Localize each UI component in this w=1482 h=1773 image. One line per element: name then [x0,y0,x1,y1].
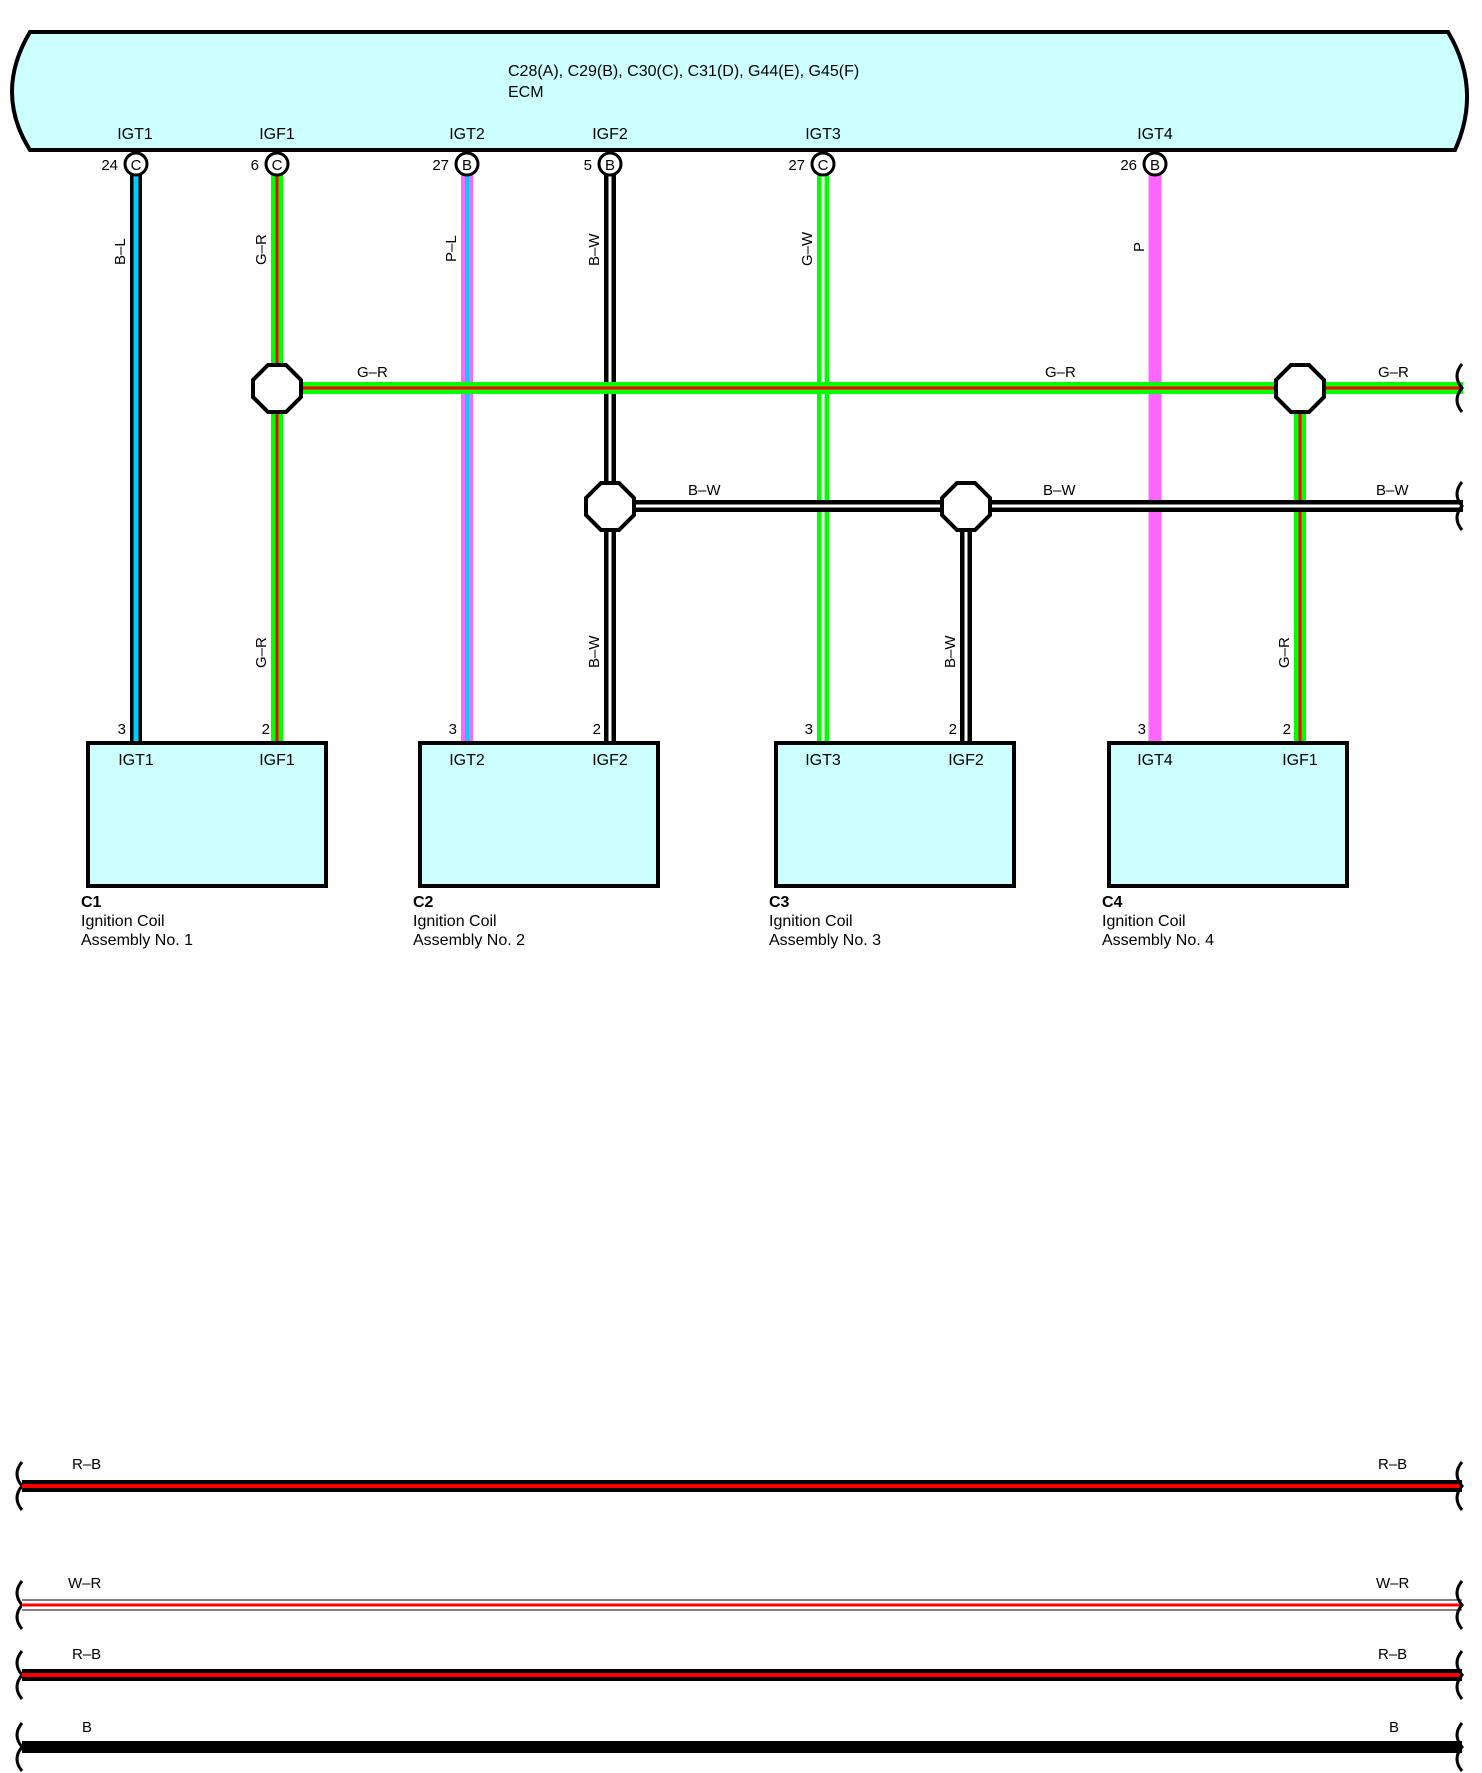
coil-terminal: IGF1 [259,752,295,769]
bottom-wire-rb-1: R–B R–B [15,1456,1464,1511]
coil-terminal: IGF1 [1282,752,1318,769]
wire-label-igt4: P [1131,242,1148,252]
wire-label-c3-igf: B–W [942,635,959,668]
wire-label-bw-bus: B–W [1043,482,1076,499]
ecm-pin-circle [1142,151,1168,177]
ecm-pin-number: 26 [1120,157,1137,174]
wire-label-bw-bus: B–W [688,482,721,499]
coil-id: C3 [769,894,790,911]
coil-c1: 3 2 IGT1 IGF1 C1 Ignition Coil Assembly … [81,721,328,949]
ecm-block [10,30,1469,152]
ecm-connectors: C28(A), C29(B), C30(C), C31(D), G44(E), … [508,63,859,80]
wire-label: B [1389,1719,1399,1736]
coil-name: Ignition Coil [1102,913,1186,930]
coil-name: Ignition Coil [413,913,497,930]
wire-label-c4-igf: G–R [1276,637,1293,668]
ecm-terminal-igt1: IGT1 [117,126,153,143]
coil-c3: 3 2 IGT3 IGF2 C3 Ignition Coil Assembly … [769,721,1016,949]
coil-name: Assembly No. 1 [81,932,193,949]
ecm-terminal-igf1: IGF1 [259,126,295,143]
ecm-terminal-igf2: IGF2 [592,126,628,143]
coil-name: Ignition Coil [81,913,165,930]
coil-id: C2 [413,894,434,911]
coil-pin: 3 [805,721,813,738]
ecm-pin-conn: C [131,157,142,174]
coil-name: Assembly No. 2 [413,932,525,949]
coil-terminal: IGT4 [1137,752,1173,769]
ecm-pin-number: 5 [584,157,592,174]
ecm-pin-conn: B [462,157,472,174]
wire-label-gr-bus: G–R [357,364,388,381]
break-mark-gr [1455,363,1464,413]
bottom-wire-b: B B [15,1719,1464,1772]
coil-name: Assembly No. 4 [1102,932,1214,949]
coil-pin: 2 [593,721,601,738]
wire-label: R–B [72,1456,101,1473]
ecm-pin-circle [264,151,290,177]
ecm-terminal-igt3: IGT3 [805,126,841,143]
coil-id: C1 [81,894,102,911]
wire-label-igf1-lower: G–R [253,637,270,668]
wire-label: R–B [1378,1646,1407,1663]
wire-label-gr-bus: G–R [1378,364,1409,381]
wire-label: R–B [72,1646,101,1663]
wire-label-igt2: P–L [443,235,460,262]
ecm-pin-conn: B [1150,157,1160,174]
coil-id: C4 [1102,894,1123,911]
splice-point [251,363,303,414]
wire-label-igf2-upper: B–W [586,233,603,266]
ecm-terminal-igt4: IGT4 [1137,126,1173,143]
wire-label: B [82,1719,92,1736]
coil-terminal: IGT1 [118,752,154,769]
coil-name: Ignition Coil [769,913,853,930]
coil-c2: 3 2 IGT2 IGF2 C2 Ignition Coil Assembly … [413,721,660,949]
ecm-pin-circle [810,151,836,177]
ecm-pin-number: 6 [251,157,259,174]
ecm-name: ECM [508,84,544,101]
coil-pin: 3 [449,721,457,738]
ecm-pin-conn: C [272,157,283,174]
break-mark-bw [1455,481,1464,531]
bottom-wire-rb-2: R–B R–B [15,1646,1464,1700]
coil-pin: 2 [1283,721,1291,738]
ecm-pin-number: 27 [432,157,449,174]
wire-label: R–B [1378,1456,1407,1473]
wire-label-bw-bus: B–W [1376,482,1409,499]
ecm-pin-conn: C [818,157,829,174]
coil-terminal: IGF2 [592,752,628,769]
wire-label-igf2-lower: B–W [586,635,603,668]
bottom-wire-wr: W–R W–R [15,1575,1464,1630]
wire-label-igt1: B–L [112,238,129,265]
coil-pin: 2 [262,721,270,738]
coil-name: Assembly No. 3 [769,932,881,949]
coil-pin: 3 [1138,721,1146,738]
wire-label: W–R [68,1575,102,1592]
coil-terminal: IGT3 [805,752,841,769]
coil-terminal: IGF2 [948,752,984,769]
coil-c4: 3 2 IGT4 IGF1 C4 Ignition Coil Assembly … [1102,721,1349,949]
ecm-terminal-igt2: IGT2 [449,126,485,143]
wire-label: W–R [1376,1575,1410,1592]
wire-label-igt3: G–W [799,231,816,266]
ecm-pin-number: 24 [101,157,118,174]
ecm-pin-circle [597,151,623,177]
wire-label-gr-bus: G–R [1045,364,1076,381]
coil-terminal: IGT2 [449,752,485,769]
wire-label-igf1-upper: G–R [253,234,270,265]
coil-pin: 2 [949,721,957,738]
coil-pin: 3 [118,721,126,738]
splice-point [940,481,992,532]
ecm-pin-conn: B [605,157,615,174]
ecm-pin-number: 27 [788,157,805,174]
splice-point [584,481,636,532]
ecm-pin-circle [454,151,480,177]
ecm-pin-circle [123,151,149,177]
splice-point [1274,363,1326,414]
